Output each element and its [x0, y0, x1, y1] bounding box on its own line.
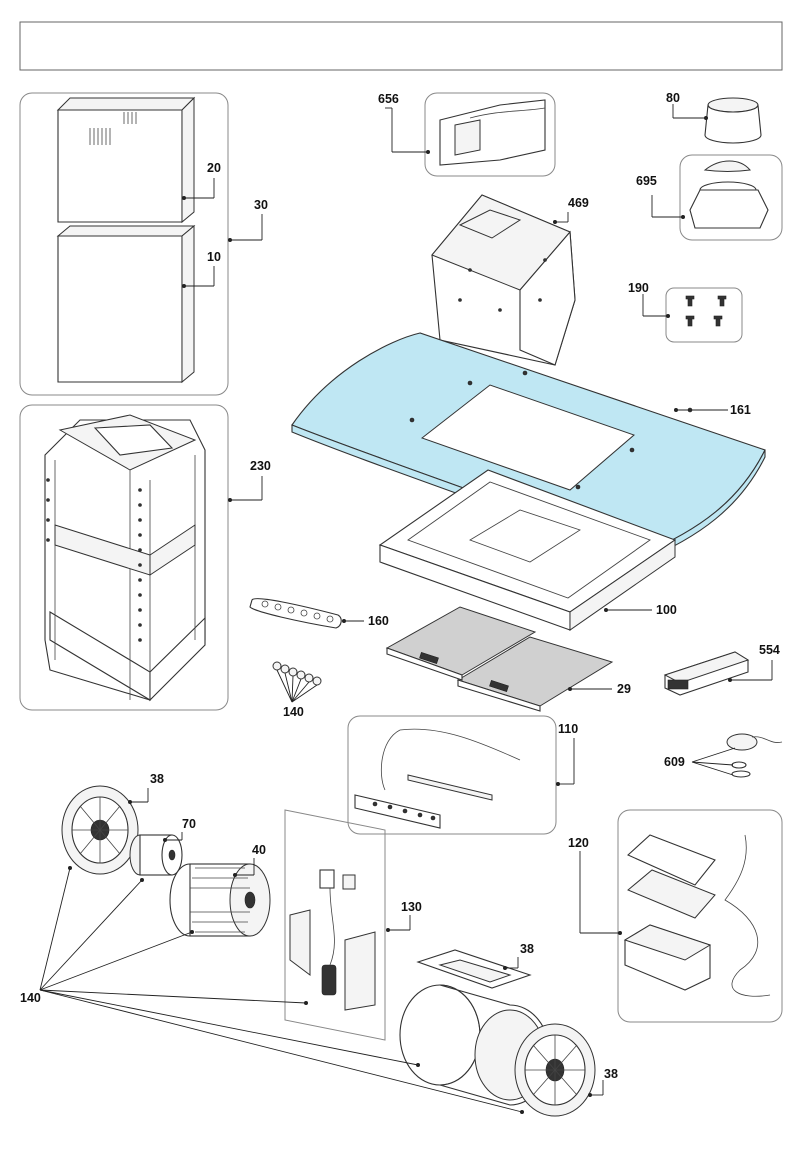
mounting-body-part — [431, 194, 576, 366]
callout-label-110: 110 — [558, 722, 578, 736]
group-box-support-frame — [19, 404, 229, 711]
label-140: 140 — [20, 991, 41, 1005]
callout-label-30: 30 — [254, 198, 268, 212]
callout-label-38-top: 38 — [150, 772, 164, 786]
sensor-part — [726, 733, 783, 778]
group-box-capacitor — [284, 809, 386, 1041]
group-box-lighting — [347, 715, 557, 835]
lower-chimney-part — [56, 224, 196, 384]
electronic-box-part — [623, 834, 771, 997]
motor-group-leaders — [39, 867, 523, 1113]
callout-label-38b: 38 — [604, 1067, 618, 1081]
fan-wheel-part — [169, 863, 271, 937]
header-box — [19, 21, 783, 71]
knobs-part — [272, 661, 322, 686]
group-box-screws — [665, 287, 743, 343]
callout-label-554: 554 — [759, 643, 780, 657]
callout-label-120: 120 — [568, 836, 589, 850]
duct-connector-part — [439, 99, 546, 166]
callout-label-230: 230 — [250, 459, 271, 473]
callout-label-70: 70 — [182, 817, 196, 831]
lighting-part — [354, 728, 521, 829]
motor-part — [129, 834, 183, 876]
callout-label-130: 130 — [401, 900, 422, 914]
group-box-check-valve — [679, 154, 783, 241]
callout-label-20: 20 — [207, 161, 221, 175]
callout-label-609: 609 — [664, 755, 685, 769]
callout-label-39: 38 — [520, 942, 534, 956]
capacitor-part — [289, 869, 376, 1011]
transformer-part — [663, 651, 750, 696]
grease-filter-part — [385, 606, 614, 712]
callout-label-80: 80 — [666, 91, 680, 105]
group-box-duct-connector — [424, 92, 556, 177]
filter-frame-part — [378, 469, 677, 631]
reducer-ring-part — [704, 97, 762, 144]
callout-label-656: 656 — [378, 92, 399, 106]
callout-label-161: 160 — [368, 614, 389, 628]
callout-label-40: 40 — [252, 843, 266, 857]
group-box-chimney — [19, 92, 229, 396]
callout-label-180: 161 — [730, 403, 751, 417]
callout-label-160: 140 — [283, 705, 304, 719]
support-frame-part — [44, 414, 206, 702]
check-valve-part — [689, 160, 769, 229]
motor-flange-bottom-part — [514, 1023, 596, 1117]
group-box-electronic — [617, 809, 783, 1023]
callout-label-10: 10 — [207, 250, 221, 264]
callout-label-100: 100 — [656, 603, 677, 617]
callout-label-29: 29 — [617, 682, 631, 696]
control-panel-part — [249, 598, 342, 629]
motor-flange-top-part — [61, 785, 139, 875]
screws-part — [685, 295, 727, 327]
upper-chimney-part — [56, 96, 196, 224]
callout-label-469: 469 — [568, 196, 589, 210]
callout-label-190: 190 — [628, 281, 649, 295]
callout-label-695: 695 — [636, 174, 657, 188]
